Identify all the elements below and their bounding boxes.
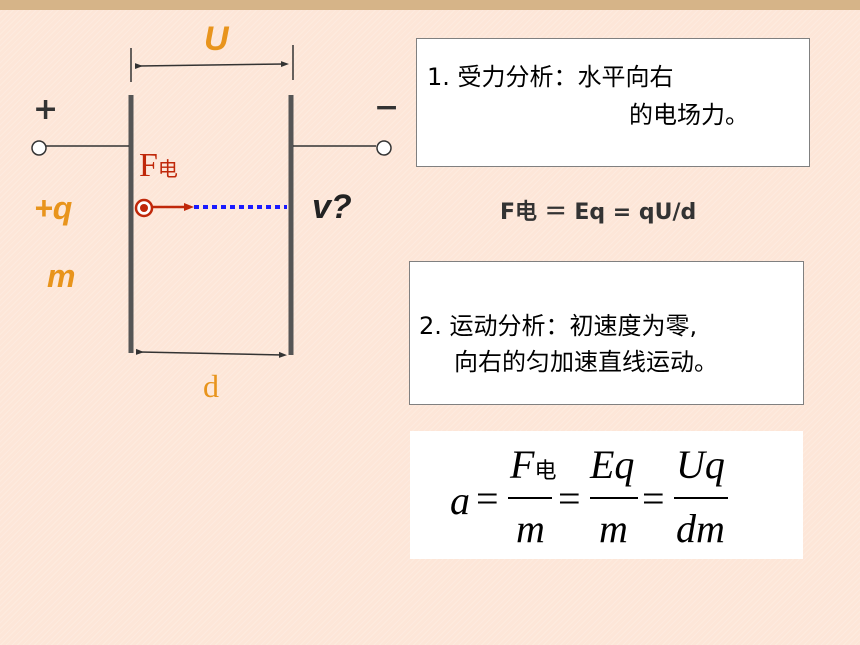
force-analysis-line2: 的电场力。 (629, 101, 749, 129)
formula-frac1-num-main: F (510, 442, 535, 487)
motion-analysis-line1: 2. 运动分析：初速度为零, (419, 312, 698, 340)
force-analysis-box: 1. 受力分析：水平向右 的电场力。 (416, 38, 810, 167)
left-terminal (31, 140, 47, 156)
voltage-label: U (204, 20, 229, 58)
force-label: F电 (139, 147, 178, 185)
acceleration-formula-box: a = F电 m = Eq m = Uq dm (410, 431, 803, 559)
motion-analysis-line2: 向右的匀加速直线运动。 (454, 348, 718, 376)
formula-equals-2: = (558, 476, 581, 521)
force-label-main: F (139, 147, 158, 184)
formula-frac1-num-sub: 电 (534, 459, 557, 484)
formula-frac2-bar (590, 497, 638, 499)
distance-dimension-line (135, 348, 287, 358)
charge-label: +q (34, 190, 73, 226)
formula-frac3-bar (674, 497, 728, 499)
force-equation: F电 ＝ Eq = qU/d (500, 200, 697, 225)
formula-frac3-denominator: dm (676, 506, 725, 551)
velocity-label: v? (312, 188, 352, 226)
formula-frac3-numerator: Uq (676, 442, 725, 487)
formula-equals-1: = (476, 476, 499, 521)
force-label-sub: 电 (157, 159, 178, 181)
force-analysis-line1: 1. 受力分析：水平向右 (427, 63, 674, 91)
formula-equals-3: = (642, 476, 665, 521)
motion-analysis-box: 2. 运动分析：初速度为零, 向右的匀加速直线运动。 (409, 261, 804, 405)
formula-frac2-denominator: m (599, 506, 628, 551)
charge-particle-core (140, 204, 148, 212)
mass-label: m (47, 258, 76, 294)
formula-frac1-numerator: F电 (510, 441, 556, 488)
voltage-dimension-line (134, 61, 289, 70)
formula-lhs: a (450, 478, 470, 523)
top-bar (0, 0, 860, 10)
formula-frac1-denominator: m (516, 506, 545, 551)
right-terminal (376, 140, 392, 156)
formula-frac2-numerator: Eq (590, 442, 635, 487)
minus-sign: − (374, 90, 400, 125)
plus-sign: + (33, 92, 59, 127)
distance-label: d (203, 368, 219, 404)
formula-frac1-bar (508, 497, 552, 499)
